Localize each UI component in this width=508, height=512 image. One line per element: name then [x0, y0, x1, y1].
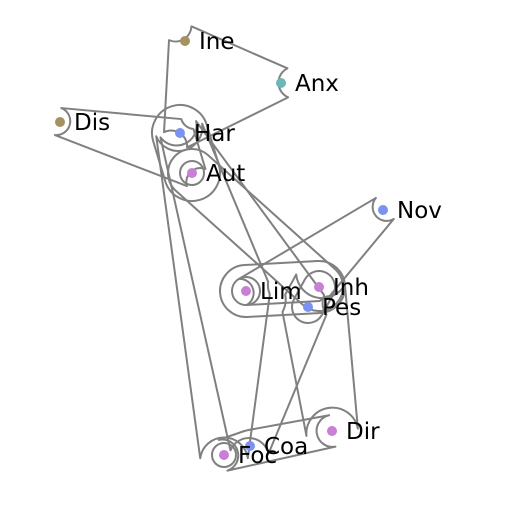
- node-label-inh: Inh: [333, 275, 369, 301]
- set-hull-aut: [179, 160, 205, 186]
- node-dot-lim: [241, 286, 251, 296]
- node-label-dis: Dis: [74, 110, 110, 136]
- set-hulls: [53, 25, 395, 472]
- node-dot-foc: [219, 450, 229, 460]
- set-hull-foc-coa-dir: [217, 414, 337, 472]
- node-dot-nov: [378, 205, 388, 215]
- node-dot-anx: [276, 78, 286, 88]
- node-label-dir: Dir: [346, 419, 380, 445]
- node-dots: [55, 36, 388, 460]
- node-dot-har: [175, 128, 185, 138]
- set-hull-har-lim-foc: [155, 122, 271, 460]
- set-hull-lim-inh: [219, 260, 346, 318]
- node-label-aut: Aut: [206, 161, 245, 187]
- node-label-foc: Foc: [238, 443, 277, 469]
- set-hull-aut-inh: [167, 148, 344, 312]
- node-dot-dis: [55, 117, 65, 127]
- node-label-har: Har: [194, 121, 235, 147]
- set-hull-dis-har-aut: [53, 107, 207, 188]
- node-dot-inh: [314, 282, 324, 292]
- set-hull-foc: [211, 442, 237, 468]
- node-label-anx: Anx: [295, 71, 339, 97]
- node-dot-dir: [327, 426, 337, 436]
- node-dot-ine: [180, 36, 190, 46]
- set-hull-lim: [231, 276, 261, 306]
- node-dot-pes: [303, 302, 313, 312]
- node-label-coa: Coa: [264, 434, 308, 460]
- node-dot-coa: [245, 441, 255, 451]
- node-label-nov: Nov: [397, 198, 442, 224]
- node-dot-aut: [187, 168, 197, 178]
- set-hull-inh-pes: [291, 270, 336, 324]
- set-hull-nov-lim-inh: [237, 196, 395, 306]
- node-label-ine: Ine: [199, 29, 235, 55]
- node-label-lim: Lim: [260, 279, 302, 305]
- node-label-pes: Pes: [322, 295, 361, 321]
- set-hull-inh-pes-dir: [281, 273, 359, 437]
